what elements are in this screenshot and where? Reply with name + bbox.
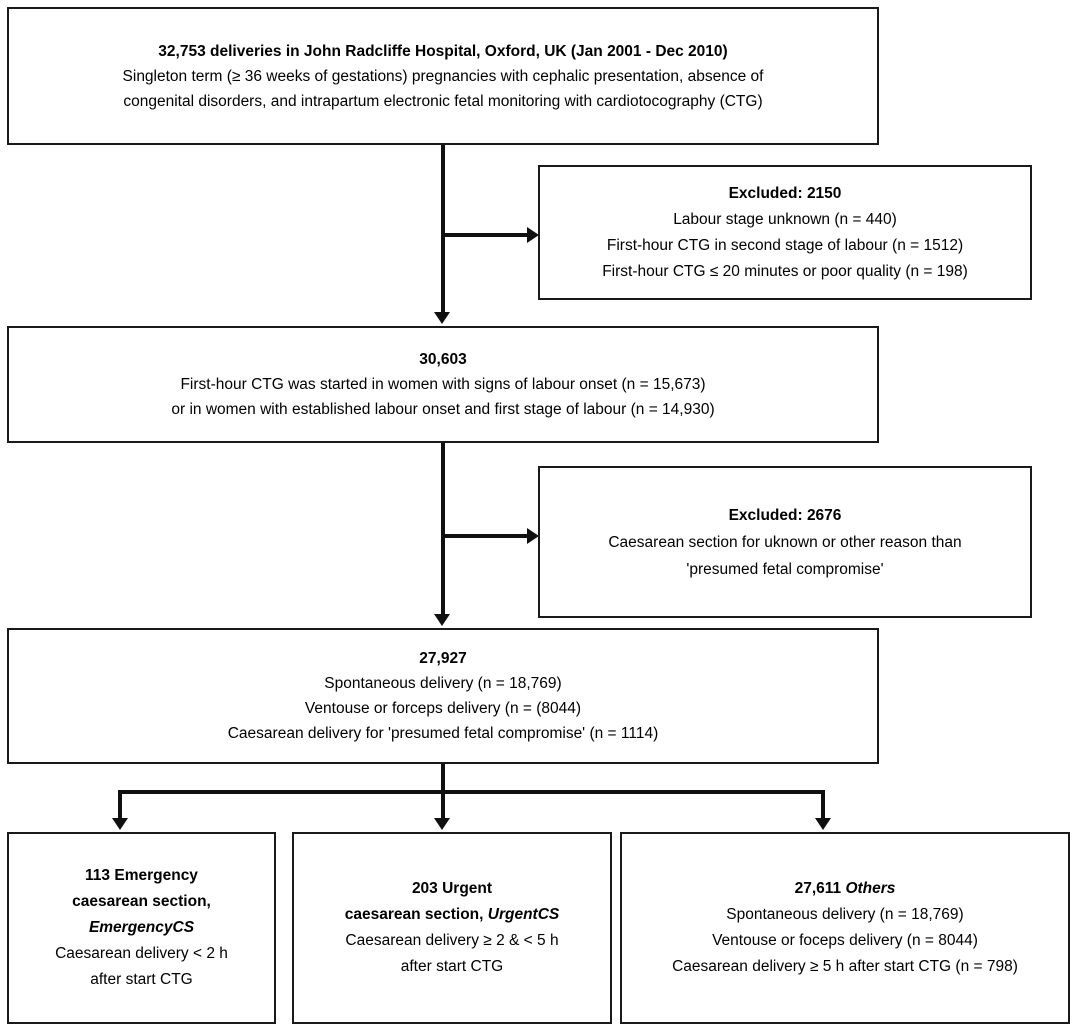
urgent-heading-line-1: 203 Urgent (411, 880, 493, 897)
others-count: 27,611 (794, 880, 846, 897)
others-line-3: Ventouse or foceps delivery (n = 8044) (712, 932, 978, 949)
connector-cohort-to-emergency (118, 790, 122, 820)
others-heading: 27,611 Others (622, 876, 1068, 902)
urgent-criterion-line-2: after start CTG (400, 958, 504, 975)
others-group-label: Others (845, 880, 896, 897)
excluded-1-heading: Excluded: 2150 (728, 184, 842, 202)
emergency-criterion-line-2: after start CTG (90, 971, 193, 988)
box-eligible: 30,603 First-hour CTG was started in wom… (7, 326, 879, 443)
emergency-heading-line-2: caesarean section, (72, 893, 211, 910)
excluded-1-reason-2: First-hour CTG in second stage of labour… (606, 236, 964, 254)
excluded-1-reason-1: Labour stage unknown (n = 440) (673, 210, 897, 228)
urgent-heading-line-2: caesarean section, UrgentCS (294, 902, 610, 928)
emergency-heading-line-1: 113 Emergency (85, 867, 198, 884)
box-others: 27,611 Others Spontaneous delivery (n = … (620, 832, 1070, 1024)
box-cohort: 27,927 Spontaneous delivery (n = 18,769)… (7, 628, 879, 764)
connector-eligible-to-excluded-2 (441, 534, 531, 538)
emergency-group-label: EmergencyCS (88, 919, 195, 936)
box-excluded-1: Excluded: 2150 Labour stage unknown (n =… (538, 165, 1032, 300)
arrowhead-eligible-to-cohort (434, 614, 450, 626)
enrollment-heading: 32,753 deliveries in John Radcliffe Hosp… (158, 42, 728, 60)
excluded-2-reason-1: Caesarean section for uknown or other re… (608, 533, 962, 551)
arrowhead-cohort-to-urgent (434, 818, 450, 830)
connector-eligible-to-cohort (441, 443, 445, 616)
others-line-2: Spontaneous delivery (n = 18,769) (726, 906, 964, 923)
connector-enrollment-to-eligible (441, 145, 445, 314)
enrollment-line-2: Singleton term (≥ 36 weeks of gestations… (122, 67, 764, 85)
urgent-heading-prefix: caesarean section, (344, 906, 488, 923)
eligible-line-2: First-hour CTG was started in women with… (180, 376, 706, 393)
connector-enrollment-to-excluded-1 (441, 233, 531, 237)
excluded-2-heading: Excluded: 2676 (728, 506, 842, 524)
box-excluded-2: Excluded: 2676 Caesarean section for ukn… (538, 466, 1032, 618)
urgent-group-label: UrgentCS (487, 906, 560, 923)
eligible-heading: 30,603 (419, 351, 467, 368)
enrollment-line-3: congenital disorders, and intrapartum el… (123, 92, 763, 110)
connector-cohort-to-others (821, 790, 825, 820)
box-emergency-cs: 113 Emergency caesarean section, Emergen… (7, 832, 276, 1024)
arrowhead-cohort-to-others (815, 818, 831, 830)
emergency-criterion-line-1: Caesarean delivery < 2 h (55, 945, 228, 962)
excluded-1-reason-3: First-hour CTG ≤ 20 minutes or poor qual… (602, 262, 968, 280)
urgent-criterion-line-1: Caesarean delivery ≥ 2 & < 5 h (345, 932, 559, 949)
arrowhead-enrollment-to-excluded-1 (527, 227, 539, 243)
arrowhead-enrollment-to-eligible (434, 312, 450, 324)
eligible-line-3: or in women with established labour onse… (171, 401, 715, 418)
others-line-4: Caesarean delivery ≥ 5 h after start CTG… (672, 958, 1018, 975)
excluded-2-reason-2: 'presumed fetal compromise' (686, 560, 884, 578)
cohort-line-3: Ventouse or forceps delivery (n = (8044) (304, 700, 582, 717)
cohort-line-4: Caesarean delivery for 'presumed fetal c… (227, 725, 659, 742)
box-enrollment: 32,753 deliveries in John Radcliffe Hosp… (7, 7, 879, 145)
cohort-heading: 27,927 (419, 650, 467, 667)
cohort-line-2: Spontaneous delivery (n = 18,769) (324, 675, 562, 692)
connector-cohort-split-bar (118, 790, 825, 794)
arrowhead-eligible-to-excluded-2 (527, 528, 539, 544)
box-urgent-cs: 203 Urgent caesarean section, UrgentCS C… (292, 832, 612, 1024)
arrowhead-cohort-to-emergency (112, 818, 128, 830)
